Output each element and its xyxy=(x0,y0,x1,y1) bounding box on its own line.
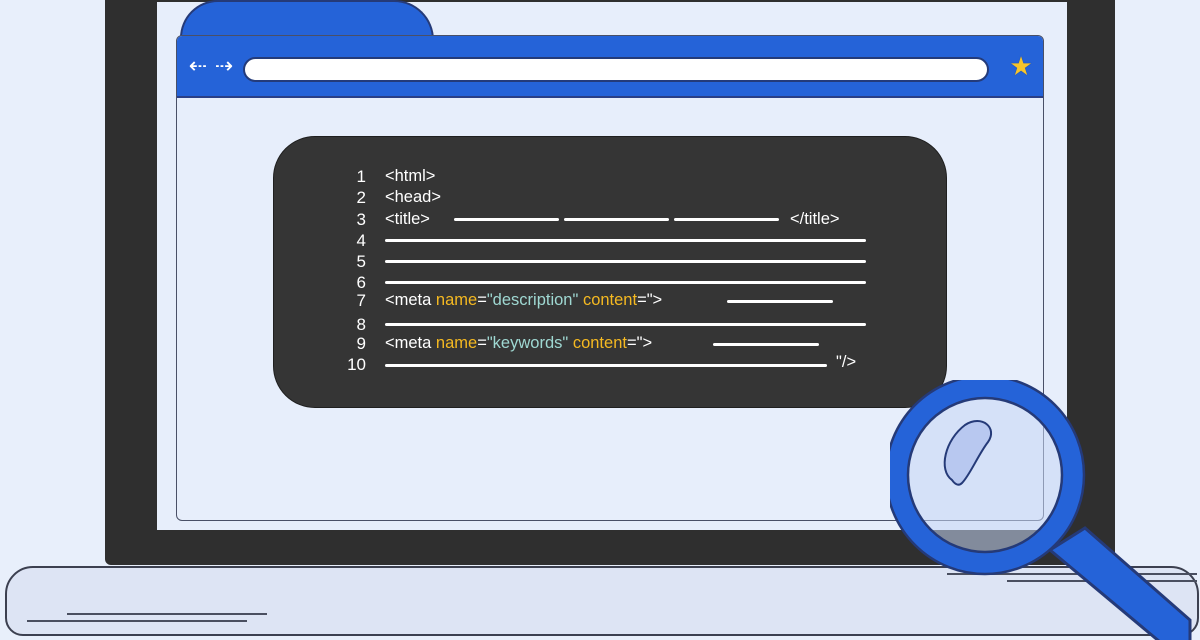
equals-sign: = xyxy=(477,334,487,352)
attribute-name: content xyxy=(582,291,638,309)
code-line: 1 <html> xyxy=(274,166,946,187)
base-highlight xyxy=(67,613,267,615)
magnifying-glass-icon xyxy=(890,380,1192,640)
laptop-base xyxy=(5,566,1199,636)
base-highlight xyxy=(947,573,1197,575)
lens-glare xyxy=(943,420,993,486)
attribute-name: content xyxy=(572,334,627,352)
code-line: 4 xyxy=(274,230,946,251)
base-highlight xyxy=(27,620,247,622)
line-number: 4 xyxy=(356,231,366,250)
magnifier-inner-edge xyxy=(906,396,1064,554)
code-line: 7 <meta name="description" content="> xyxy=(274,290,946,311)
placeholder-line xyxy=(564,218,669,221)
line-number: 2 xyxy=(356,188,366,207)
browser-toolbar: ⇠ ⇢ ★ xyxy=(177,36,1043,98)
code-line: 9 <meta name="keywords" content="> xyxy=(274,333,946,354)
code-text: <head> xyxy=(385,188,441,206)
star-icon[interactable]: ★ xyxy=(1009,52,1033,82)
attribute-name: name xyxy=(435,334,478,352)
equals-close: ="> xyxy=(637,291,663,309)
arrow-right-icon[interactable]: ⇢ xyxy=(214,54,234,79)
magnifier-handle xyxy=(1047,526,1192,640)
code-line: 2 <head> xyxy=(274,187,946,208)
code-line: 10 "/> xyxy=(274,353,946,375)
line-number: 9 xyxy=(356,334,366,353)
code-text: <html> xyxy=(385,167,436,185)
code-panel: 1 <html> 2 <head> 3 <title> </title> 4 5… xyxy=(273,136,947,408)
code-text: <meta name="description" content="> xyxy=(385,290,662,311)
placeholder-line xyxy=(385,323,866,326)
code-tail: </title> xyxy=(790,210,840,228)
line-number: 6 xyxy=(356,273,366,292)
code-line: 8 xyxy=(274,314,946,335)
line-number: 7 xyxy=(356,291,366,310)
line-number: 5 xyxy=(356,252,366,271)
placeholder-line xyxy=(385,260,866,263)
placeholder-line xyxy=(674,218,779,221)
attribute-value: "keywords" xyxy=(486,334,569,352)
attribute-name: name xyxy=(435,291,478,309)
code-text: <title> xyxy=(385,210,430,228)
placeholder-line xyxy=(713,343,819,346)
placeholder-line xyxy=(385,281,866,284)
equals-sign: = xyxy=(477,291,487,309)
code-line: 3 <title> </title> xyxy=(274,209,946,230)
arrow-left-icon[interactable]: ⇠ xyxy=(188,54,208,79)
placeholder-line xyxy=(454,218,559,221)
meta-tag-open: <meta xyxy=(385,291,436,309)
code-tail: "/> xyxy=(836,353,857,371)
meta-tag-open: <meta xyxy=(385,334,436,352)
placeholder-line xyxy=(385,364,827,367)
line-number: 10 xyxy=(347,355,366,374)
equals-close: ="> xyxy=(626,334,653,352)
line-number: 1 xyxy=(356,167,366,186)
attribute-value: "description" xyxy=(486,291,579,309)
placeholder-line xyxy=(727,300,833,303)
code-text: <meta name="keywords" content="> xyxy=(385,333,652,354)
address-bar[interactable] xyxy=(243,57,989,82)
code-line: 5 xyxy=(274,251,946,272)
line-number: 3 xyxy=(356,210,366,229)
line-number: 8 xyxy=(356,315,366,334)
placeholder-line xyxy=(385,239,866,242)
code-line: 6 xyxy=(274,272,946,293)
magnifier-ring xyxy=(890,380,1084,574)
magnifier-outer-edge xyxy=(890,380,1086,576)
